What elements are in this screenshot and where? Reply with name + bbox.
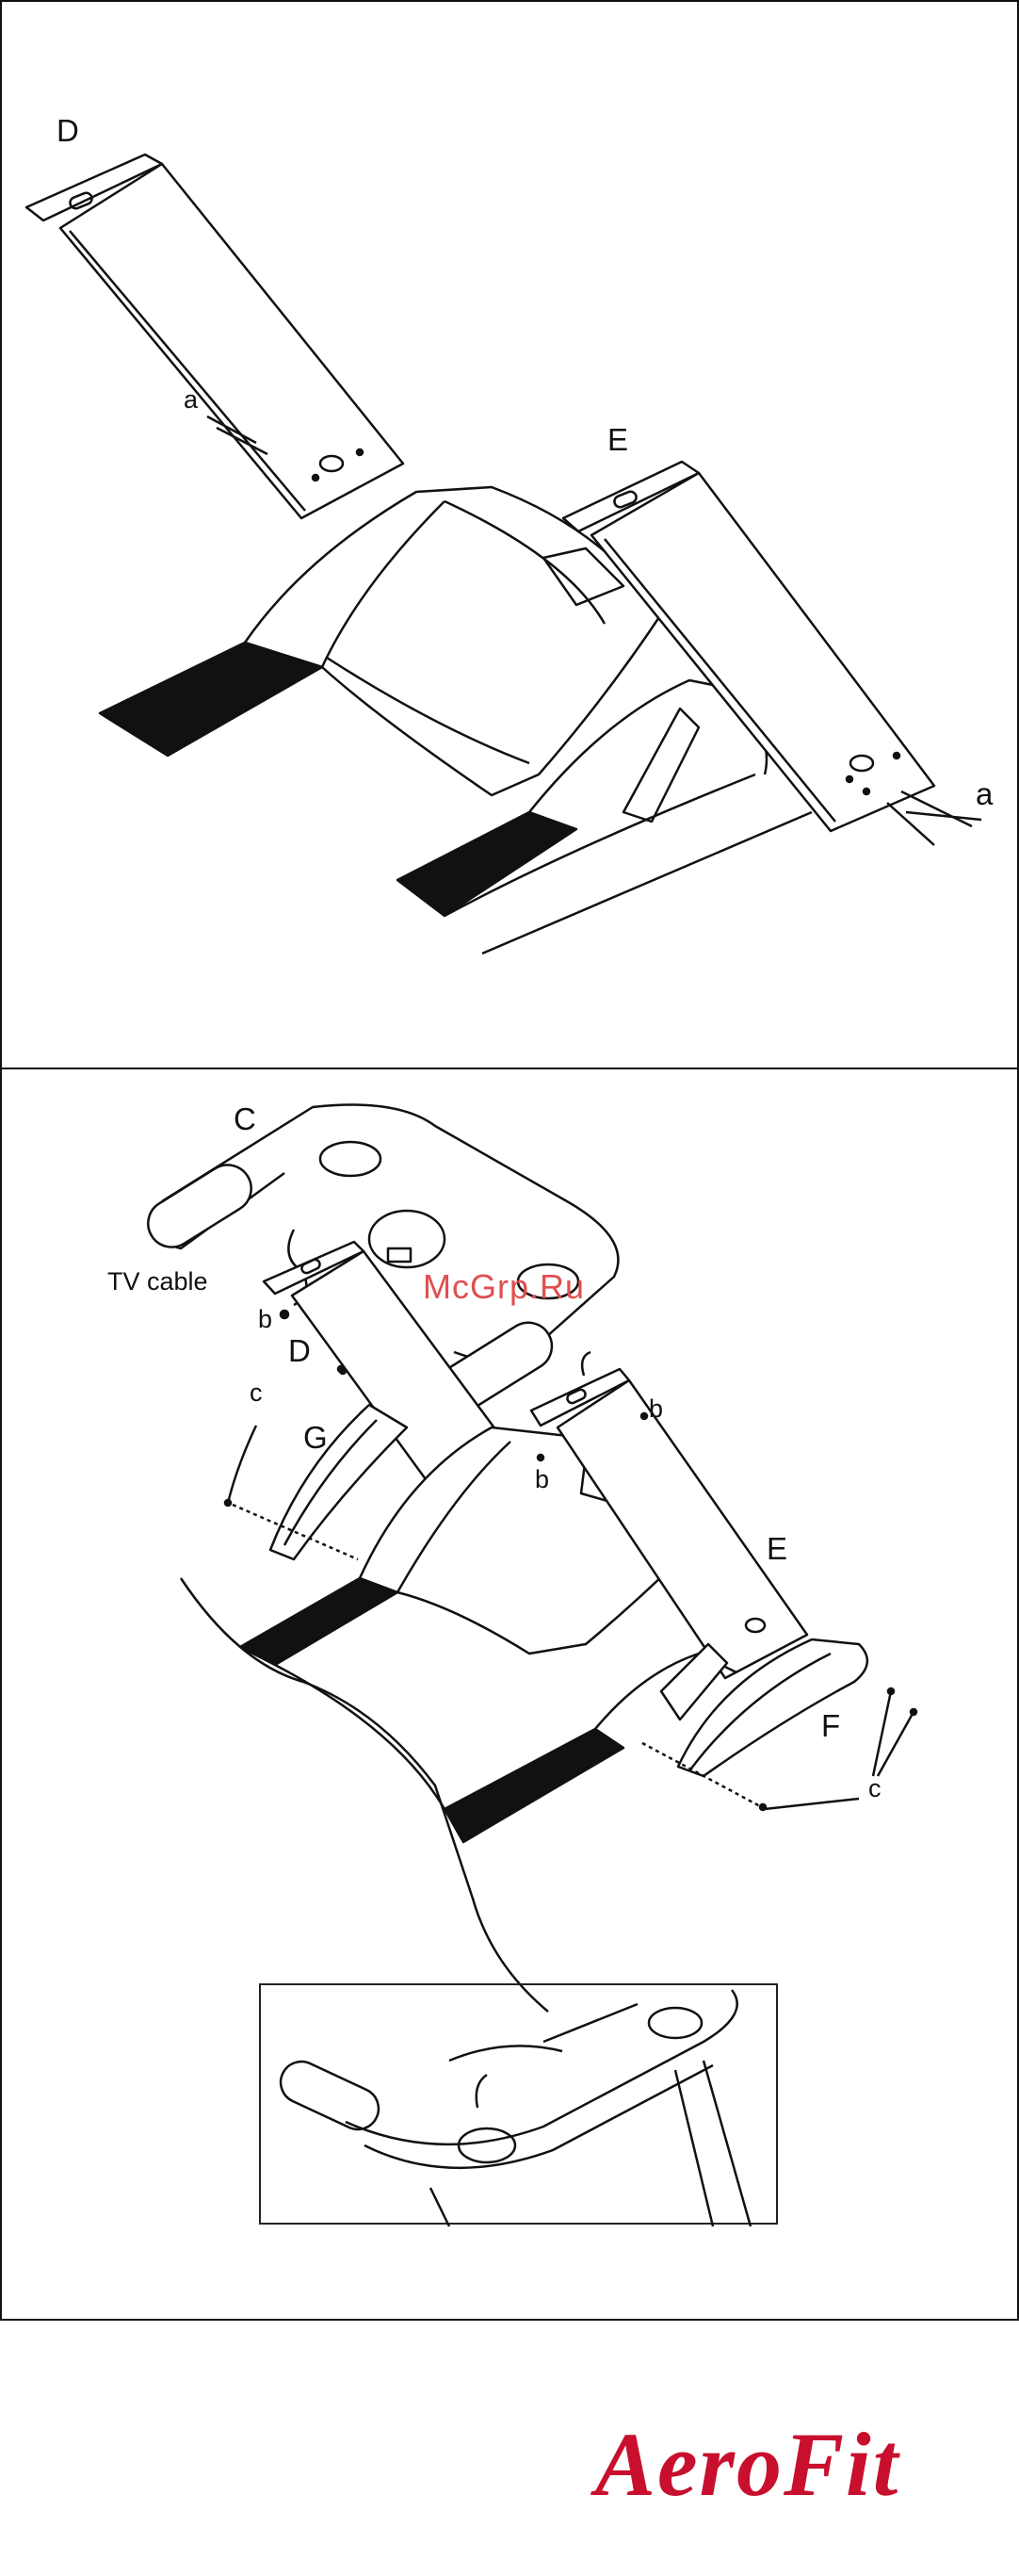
step-panel-1: D E a a (0, 0, 1019, 1068)
panel1-drawing (2, 2, 1019, 1070)
belt-left (100, 643, 322, 756)
watermark: McGrp.Ru (423, 1267, 585, 1307)
label-c-console: C (234, 1101, 256, 1137)
belt-right (445, 1729, 623, 1842)
label-c-left: c (250, 1378, 263, 1408)
aerofit-logo: AeroFit (595, 2412, 899, 2517)
label-c-bottom: c (868, 1774, 882, 1803)
cable-e (582, 1352, 590, 1376)
label-d: D (288, 1333, 311, 1369)
inset-drawing (261, 1985, 780, 2226)
inset-detail (259, 1983, 778, 2225)
label-tv-cable: TV cable (107, 1267, 208, 1296)
label-b-middle: b (535, 1465, 549, 1494)
label-d: D (57, 113, 79, 149)
label-e: E (607, 422, 628, 458)
label-b-right: b (649, 1394, 663, 1424)
leader-c-left (228, 1426, 256, 1503)
label-a-right: a (976, 776, 993, 812)
belt-left (240, 1578, 397, 1665)
label-b-left: b (258, 1305, 272, 1334)
label-e: E (767, 1531, 787, 1567)
label-f: F (821, 1708, 840, 1744)
label-g: G (303, 1420, 328, 1456)
upright-d (26, 155, 403, 518)
label-a-left: a (184, 385, 198, 415)
